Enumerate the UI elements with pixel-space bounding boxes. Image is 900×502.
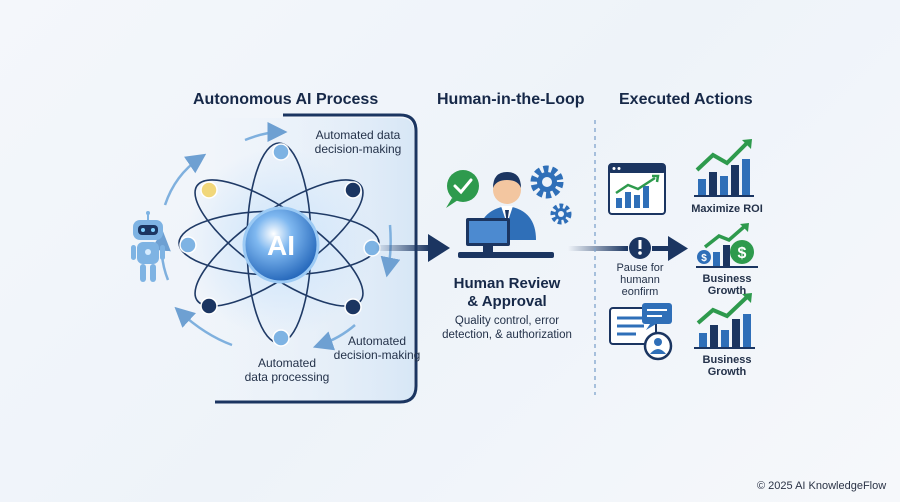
copyright: © 2025 AI KnowledgeFlow: [757, 480, 887, 492]
gear-icon: [530, 165, 564, 199]
dollar-icon: $: [730, 240, 754, 264]
ai-label-top-right: Automated data decision-making: [314, 128, 402, 156]
atom-nodes: [179, 143, 381, 347]
growth-chart-icon: [694, 139, 754, 197]
ai-label-bottom-left: Automated data processing: [244, 356, 330, 384]
section-title-hitl: Human-in-the-Loop: [437, 91, 585, 108]
human-review-title: Human Review & Approval: [453, 275, 561, 310]
gear-icon: [550, 203, 572, 225]
flow-arrow-2: [668, 236, 688, 261]
action-label-growth: Business Growth: [702, 354, 752, 378]
ai-core-label: AI: [267, 230, 295, 261]
robot-icon: [131, 211, 165, 282]
ai-core: [242, 206, 320, 284]
svg-text:$: $: [738, 245, 747, 262]
action-label-growth: Business Growth: [702, 273, 752, 297]
action-label-roi: Maximize ROI: [691, 203, 763, 215]
section-title-executed: Executed Actions: [619, 91, 753, 108]
growth-chart-icon: [696, 223, 758, 268]
section-title-autonomous: Autonomous AI Process: [193, 91, 379, 108]
alert-icon: [629, 237, 651, 259]
human-review-desc: Quality control, error detection, & auth…: [442, 315, 572, 341]
user-icon: [643, 331, 673, 361]
person-at-computer-icon: [458, 172, 554, 258]
growth-chart-icon: [694, 293, 755, 349]
ai-label-bottom-right: Automated decision-making: [333, 334, 421, 362]
pause-text: Pause for humann eonfirm: [616, 262, 664, 298]
check-bubble-icon: [446, 170, 479, 208]
dollar-icon: $: [697, 250, 711, 264]
chart-window-icon: [608, 163, 666, 215]
chat-bubble-icon: [609, 303, 672, 345]
flow-arrow-1: [428, 234, 450, 262]
ai-process-bracket: [215, 113, 418, 404]
svg-text:$: $: [701, 253, 707, 264]
